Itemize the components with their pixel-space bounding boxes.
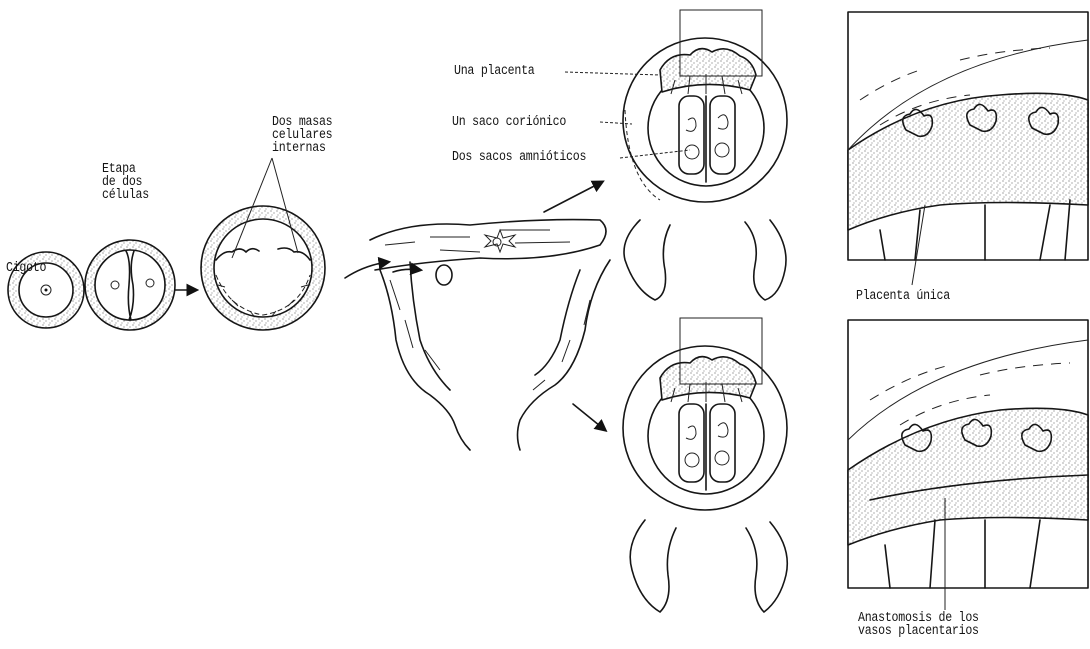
uterus-bottom: [623, 346, 787, 612]
arrow-up-right: [544, 182, 602, 212]
label-placenta-unica: Placenta única: [856, 290, 950, 303]
uterus-top: [623, 38, 787, 300]
detail-panel-top: [848, 12, 1088, 260]
arrow-down-right: [573, 404, 605, 430]
leader-saco: [600, 122, 632, 124]
leader-una-placenta: [565, 72, 660, 75]
label-dos-sacos-amnioticos: Dos sacos amnióticos: [452, 151, 586, 164]
label-etapa-dos-celulas: Etapa de dos células: [102, 163, 149, 202]
arrow-4: [393, 269, 420, 272]
uterine-wall: [370, 220, 610, 450]
two-cell-stage: [85, 240, 175, 330]
blastocyst: [201, 206, 325, 330]
label-dos-masas-celulares: Dos masas celulares internas: [272, 116, 332, 155]
label-una-placenta: Una placenta: [454, 65, 535, 78]
label-cigoto: Cigoto: [6, 262, 46, 275]
label-anastomosis: Anastomosis de los vasos placentarios: [858, 612, 979, 638]
detail-panel-bottom: [848, 320, 1088, 588]
label-un-saco-corionico: Un saco coriónico: [452, 116, 566, 129]
